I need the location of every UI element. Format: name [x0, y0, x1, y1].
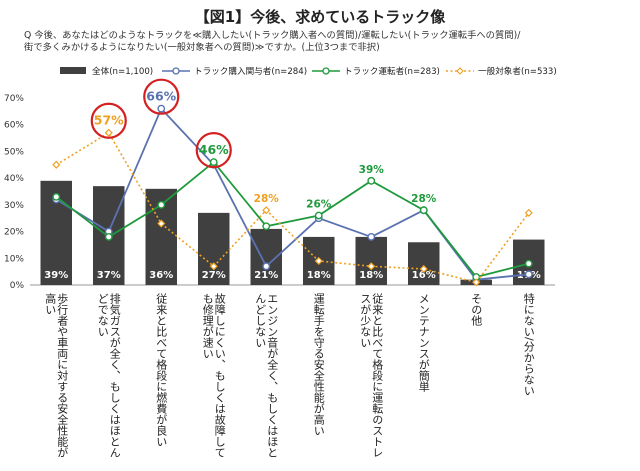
series-marker — [104, 233, 113, 241]
series-marker — [209, 262, 218, 271]
bar — [408, 242, 440, 285]
legend-label: トラック購入関与者(n=284) — [194, 65, 307, 77]
value-annotation: 57% — [94, 113, 124, 128]
question-text: Q 今後、あなたはどのようなトラックを≪購入したい(トラック購入者への質問)/運… — [24, 30, 624, 54]
series-marker — [209, 158, 218, 167]
category-label: 特にない/分からない — [522, 292, 535, 396]
value-annotation: 39% — [359, 164, 385, 176]
series-marker — [419, 206, 428, 215]
series-marker — [157, 200, 166, 209]
series-marker — [262, 262, 271, 271]
value-annotation: 28% — [411, 193, 437, 205]
bar-value-label: 36% — [149, 270, 173, 281]
category-label: 歩行者や車両に対する安全性能が — [56, 292, 69, 458]
value-annotation: 46% — [199, 142, 229, 157]
series-marker — [52, 160, 61, 169]
series-lines — [52, 104, 533, 287]
series-line — [55, 160, 529, 279]
series-marker — [367, 262, 376, 271]
bar-value-label: 16% — [412, 270, 436, 281]
value-annotation: 28% — [254, 193, 280, 205]
series-marker — [262, 222, 271, 231]
legend-label: 全体(n=1,100) — [92, 65, 153, 77]
bar-value-label: 21% — [254, 270, 278, 281]
category-label: 故障しにくい、もしくは故障して — [213, 292, 226, 458]
series-marker — [314, 211, 323, 220]
legend-label: トラック運転者(n=283) — [344, 66, 440, 77]
legend-swatch — [60, 67, 86, 74]
legend-marker — [172, 67, 180, 75]
category-label: も修理が速い — [201, 293, 214, 359]
category-label: その他 — [470, 293, 483, 326]
category-label: どでない — [96, 293, 109, 337]
series-marker — [52, 192, 61, 201]
category-label: 排気ガスが全く、もしくはほとん — [108, 292, 121, 458]
category-label: スが少ない — [359, 293, 372, 348]
question-line-1: Q 今後、あなたはどのようなトラックを≪購入したい(トラック購入者への質問)/運… — [24, 30, 521, 41]
question-line-2: 街で多くみかけるようになりたい(一般対象者への質問)≫ですか。(上位3つまで非択… — [24, 42, 380, 53]
bar — [198, 212, 230, 285]
bar-value-label: 18% — [307, 270, 331, 281]
series-marker — [524, 259, 533, 268]
category-label: エンジン音が全く、もしくはほと — [266, 293, 279, 458]
category-label: 高い — [44, 292, 57, 315]
category-label: んどしない — [254, 293, 267, 348]
y-tick-label: 10% — [4, 254, 24, 264]
series-marker — [157, 104, 166, 113]
series-marker — [524, 270, 533, 279]
bar-value-label: 37% — [97, 270, 121, 281]
legend-label: 一般対象者(n=533) — [478, 65, 557, 77]
series-marker — [157, 219, 166, 228]
legend-marker — [456, 67, 464, 75]
series-marker — [367, 176, 376, 185]
highlight-circle — [90, 102, 127, 139]
series-marker — [367, 233, 376, 241]
chart-title: 【図1】今後、求めているトラック像 — [194, 8, 446, 26]
series-line — [55, 131, 530, 284]
annotations: 66% 57% 46% 28% 26% 39% 28% — [90, 78, 437, 211]
series-marker — [314, 256, 323, 266]
y-tick-label: 60% — [4, 121, 24, 131]
legend: 全体(n=1,100) トラック購入関与者(n=284) トラック運転者(n=283… — [60, 65, 557, 77]
series-marker — [104, 128, 113, 137]
y-tick-label: 50% — [4, 147, 24, 157]
y-tick-label: 70% — [4, 94, 24, 104]
y-tick-label: 30% — [4, 201, 24, 211]
category-label: 従来と比べて格段に運転のストレ — [371, 293, 384, 458]
series-marker — [472, 278, 481, 287]
legend-marker — [322, 67, 330, 75]
bar-value-label: 18% — [359, 270, 383, 281]
value-annotation: 26% — [306, 199, 332, 211]
series-marker — [419, 264, 428, 274]
series-marker — [524, 208, 533, 217]
bar-value-label: 27% — [202, 270, 226, 281]
highlight-circle — [143, 78, 180, 115]
category-label: 従来と比べて格段に燃費が良い — [155, 293, 168, 447]
y-tick-label: 20% — [4, 228, 24, 238]
bar-value-label: 39% — [44, 270, 68, 281]
category-label: 運転手を守る安全性能が高い — [312, 293, 325, 436]
value-annotation: 66% — [146, 89, 176, 104]
y-tick-label: 40% — [4, 174, 24, 184]
category-label: メンテナンスが簡単 — [417, 293, 430, 393]
y-tick-label: 0% — [10, 281, 25, 291]
series-marker — [262, 206, 271, 215]
highlight-circle — [195, 132, 232, 169]
bar — [355, 236, 387, 285]
